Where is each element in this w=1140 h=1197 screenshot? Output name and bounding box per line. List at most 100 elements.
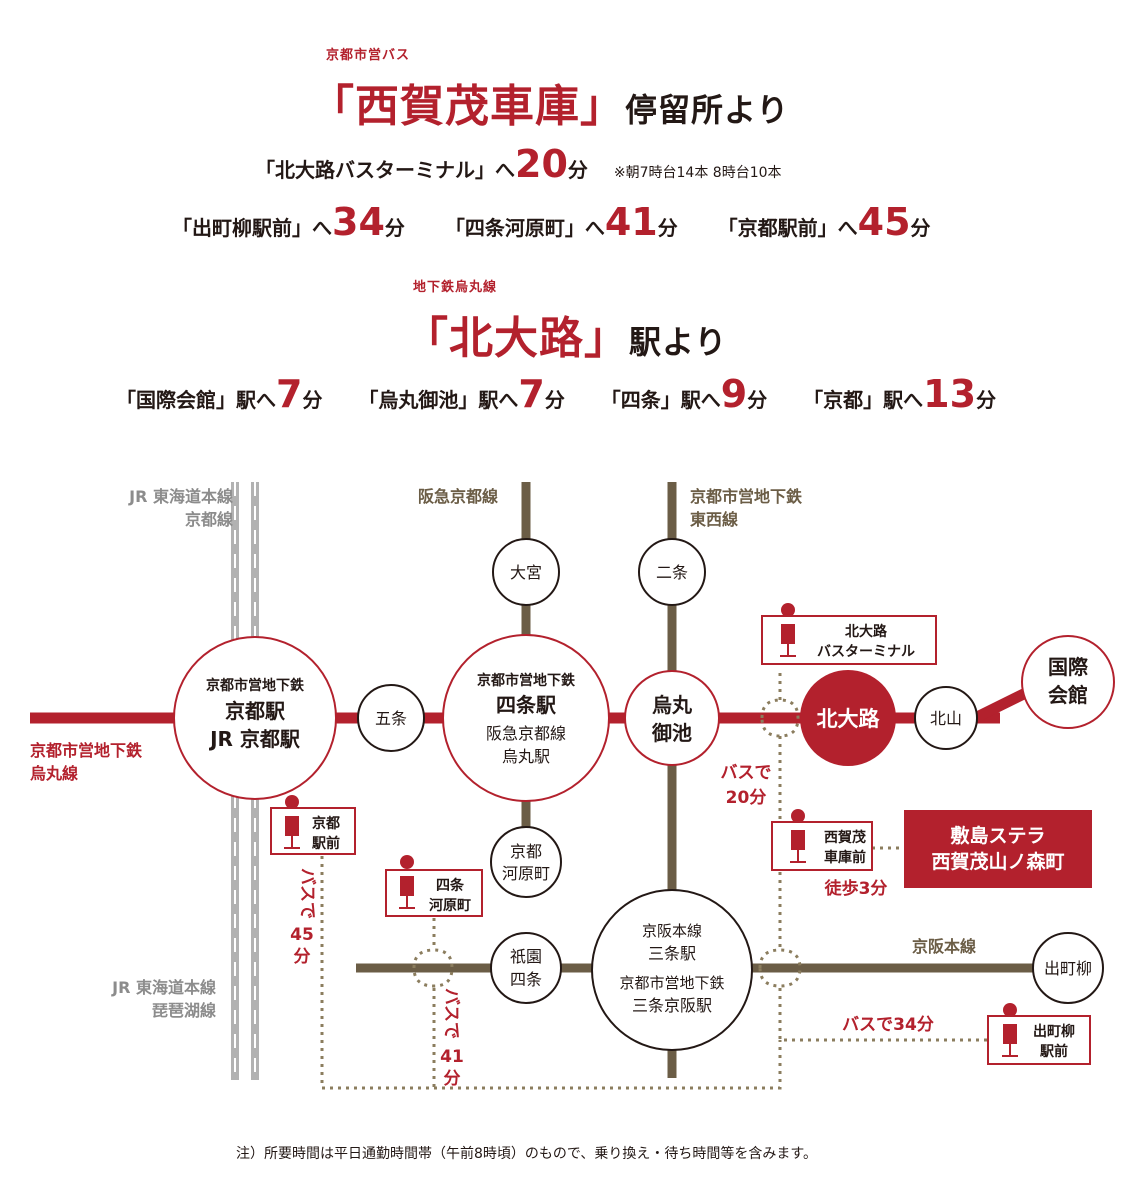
dest-kitaoji-bt-unit: 分 (567, 158, 588, 182)
station-karasuma-line: 阪急京都線 (486, 724, 566, 743)
bus-stop-nishigamo: 西賀茂 車庫前 (771, 809, 873, 871)
station-gojo-name: 五条 (375, 709, 407, 728)
station-shijo: 京都市営地下鉄 四条駅 阪急京都線 烏丸駅 (442, 634, 610, 802)
bus-title-main: 「西賀茂車庫」 (310, 81, 625, 132)
bus-stop-kitaoji-bt: 北大路 バスターミナル (761, 603, 937, 665)
station-sanjo-1: 京阪本線 (642, 922, 702, 940)
property-box: 敷島ステラ 西賀茂山ノ森町 (904, 810, 1092, 888)
station-kyoto: 京都市営地下鉄 京都駅 JR 京都駅 (173, 636, 337, 800)
station-kyoto-name: 京都駅 (225, 699, 285, 723)
tozai-label-1: 京都市営地下鉄 (690, 487, 802, 506)
jr-top-label-2: 京都線 (185, 510, 233, 529)
jr-bottom-label-2: 琵琶湖線 (152, 1001, 216, 1020)
dest-shijo-kawaramachi-time: 41 (604, 200, 658, 244)
time-bus34: バスで34分 (842, 1015, 934, 1035)
subway-subtitle: 地下鉄烏丸線 (413, 280, 498, 295)
bus-stop-icon (285, 795, 299, 809)
dest-kyoto-time: 13 (923, 372, 977, 416)
bus-title-suffix: 停留所より (625, 91, 790, 129)
bus-stop-kyoto-2: 駅前 (312, 835, 340, 852)
station-sanjo: 京阪本線 三条駅 京都市営地下鉄 三条京阪駅 (591, 889, 753, 1051)
subway-title: 「北大路」駅より (404, 302, 727, 366)
bus-stop-shijo-kawaramachi: 四条 河原町 (385, 855, 483, 917)
bus-subtitle: 京都市営バス (326, 48, 411, 63)
station-karasuma-oike-2: 御池 (651, 721, 692, 745)
time-bus45-3: 分 (294, 947, 311, 967)
property-name: 敷島ステラ (950, 824, 1045, 847)
dest-shijo-kawaramachi-unit: 分 (657, 216, 678, 240)
footnote: 注）所要時間は平日通勤時間帯（午前8時頃）のもので、乗り換え・待ち時間等を含みま… (236, 1146, 817, 1162)
bus-row-1: 「北大路バスターミナル」へ20分※朝7時台14本 8時台10本 (255, 142, 782, 186)
station-kawaramachi-1: 京都 (510, 842, 542, 861)
station-kitaoji: 北大路 (800, 670, 896, 766)
dest-demachi-label: 「出町柳駅前」へ (172, 216, 332, 240)
dest-demachi-time: 34 (332, 200, 385, 244)
bus-stop-shijo-1: 四条 (436, 877, 465, 894)
bus-stop-icon (781, 603, 795, 617)
station-omiya-name: 大宮 (510, 563, 542, 582)
subway-title-suffix: 駅より (629, 323, 728, 361)
bus-stop-nishigamo-2: 車庫前 (824, 849, 866, 866)
station-kyoto-kawaramachi: 京都 河原町 (490, 826, 562, 898)
subway-title-main: 「北大路」 (404, 313, 629, 364)
station-kitayama: 北山 (914, 686, 978, 750)
station-kokusai-kaikan: 国際 会館 (1021, 635, 1115, 729)
property-address: 西賀茂山ノ森町 (931, 850, 1064, 873)
dest-kyoto-ekimae-label: 「京都駅前」へ (717, 216, 858, 240)
bus-stop-demachi-1: 出町柳 (1033, 1023, 1075, 1040)
station-kitayama-name: 北山 (930, 709, 962, 728)
station-kokusai-1: 国際 (1048, 655, 1089, 679)
subway-row: 「国際会館」駅へ7分 「烏丸御池」駅へ7分 「四条」駅へ9分 「京都」駅へ13分 (116, 372, 996, 416)
bus-stop-nishigamo-1: 西賀茂 (824, 829, 866, 846)
karasuma-label-2: 烏丸線 (30, 764, 78, 783)
dest-kyoto-ekimae-time: 45 (857, 200, 911, 244)
tozai-label-2: 東西線 (690, 510, 738, 529)
station-shijo-name: 四条駅 (496, 693, 556, 717)
karasuma-label-1: 京都市営地下鉄 (30, 741, 142, 760)
bus-stop-icon (791, 809, 805, 823)
station-sanjo-4: 三条京阪駅 (632, 996, 712, 1015)
bus-stop-kitaoji-bt-2: バスターミナル (817, 644, 915, 660)
station-gion-shijo: 祇園 四条 (490, 932, 562, 1004)
station-sanjo-2: 三条駅 (648, 944, 696, 963)
time-bus45-2: 45 (290, 925, 314, 945)
dest-demachi-unit: 分 (384, 216, 405, 240)
station-kawaramachi-2: 河原町 (502, 864, 550, 883)
time-bus41-2: 41 (440, 1047, 464, 1067)
dest-kokusai-label: 「国際会館」駅へ (116, 388, 276, 412)
bus-stop-kyoto-ekimae: 京都 駅前 (270, 795, 356, 855)
station-gojo: 五条 (357, 684, 425, 752)
dest-karasuma-oike-time: 7 (518, 372, 545, 416)
station-kyoto-jr: JR 京都駅 (208, 727, 300, 751)
station-gion-2: 四条 (510, 970, 542, 989)
time-bus41-1: バスで (441, 988, 461, 1039)
station-nijo: 二条 (638, 538, 706, 606)
dest-karasuma-oike-label: 「烏丸御池」駅へ (358, 388, 519, 412)
station-demachi-name: 出町柳 (1044, 959, 1092, 978)
station-sanjo-3: 京都市営地下鉄 (619, 974, 724, 992)
dest-kitaoji-bt-time: 20 (515, 142, 568, 186)
jr-bottom-label-1: JR 東海道本線 (111, 978, 216, 997)
bus-stop-demachi-ekimae: 出町柳 駅前 (987, 1003, 1091, 1065)
dest-karasuma-oike-unit: 分 (544, 388, 565, 412)
station-gion-1: 祇園 (510, 947, 542, 966)
station-shijo-line: 京都市営地下鉄 (477, 672, 576, 689)
time-walk: 徒歩3分 (824, 878, 888, 899)
dest-shijo-label: 「四条」駅へ (600, 388, 721, 412)
time-bus41-3: 分 (444, 1069, 461, 1089)
bus-row-2: 「出町柳駅前」へ34分 「四条河原町」へ41分 「京都駅前」へ45分 (172, 200, 931, 244)
station-karasuma-oike: 烏丸 御池 (624, 670, 720, 766)
jr-top-label-1: JR 東海道本線 (128, 487, 233, 506)
station-kitaoji-name: 北大路 (817, 707, 881, 731)
time-bus45-1: バスで (297, 868, 317, 919)
station-kyoto-line: 京都市営地下鉄 (206, 677, 305, 694)
station-karasuma-oike-1: 烏丸 (652, 693, 693, 717)
station-nijo-name: 二条 (656, 563, 688, 582)
time-bus20-2: 20分 (726, 788, 767, 808)
dest-kokusai-unit: 分 (302, 388, 323, 412)
station-demachiyanagi: 出町柳 (1032, 932, 1104, 1004)
dest-shijo-time: 9 (720, 372, 748, 416)
bus-stop-kyoto-1: 京都 (312, 815, 340, 832)
dest-shijo-unit: 分 (747, 388, 768, 412)
